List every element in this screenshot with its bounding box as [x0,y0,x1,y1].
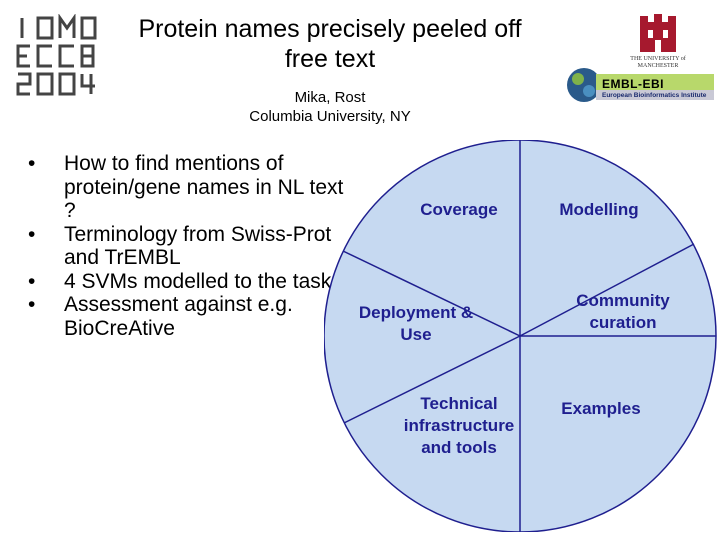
segment-modelling: Modelling [534,199,664,221]
ismb-logo-graphic [16,13,97,96]
segment-community-curation: Community curation [568,290,678,334]
topic-wheel: Coverage Modelling Community curation Exa… [324,140,720,532]
embl-ebi-graphic [567,68,714,102]
segment-technical-infrastructure: Technical infrastructure and tools [394,393,524,459]
bullet-item: • Terminology from Swiss-Prot and TrEMBL [28,223,348,270]
ismb-eccb-2004-logo [14,13,98,100]
bullet-text: How to find mentions of protein/gene nam… [64,152,344,222]
bullet-dot: • [28,269,36,293]
slide-subtitle: Mika, Rost Columbia University, NY [100,88,560,126]
title-block: Protein names precisely peeled off free … [100,14,560,126]
segment-community-line2: curation [589,313,657,332]
segment-technical-line2: infrastructure [403,416,515,435]
manchester-crest-icon [640,14,676,52]
segment-examples: Examples [546,398,656,420]
embl-ebi-logo: EMBL-EBI European Bioinformatics Institu… [566,64,716,106]
slide-title: Protein names precisely peeled off free … [100,14,560,74]
bullet-item: • How to find mentions of protein/gene na… [28,152,348,223]
segment-deployment-line1: Deployment & [358,303,474,322]
segment-technical-line3: and tools [421,438,497,457]
segment-coverage-label: Coverage [420,200,498,219]
bullet-item: • 4 SVMs modelled to the task [28,270,348,294]
bullet-text: Terminology from Swiss-Prot and TrEMBL [64,222,332,270]
affiliation: Columbia University, NY [249,108,411,125]
segment-deployment-line2: Use [400,325,432,344]
segment-community-line1: Community [576,291,670,310]
bullet-item: • Assessment against e.g. BioCreAtive [28,293,348,340]
segment-examples-label: Examples [561,399,641,418]
bullet-text: Assessment against e.g. BioCreAtive [64,293,293,340]
title-line-1: Protein names precisely peeled off [138,15,522,43]
title-line-2: free text [284,45,376,73]
bullet-list: • How to find mentions of protein/gene na… [28,152,348,340]
bullet-dot: • [28,152,36,175]
ebi-name: EMBL-EBI [602,77,664,91]
manchester-name: THE UNIVERSITY of MANCHESTER [630,56,686,69]
segment-deployment-use: Deployment & Use [346,302,486,346]
wheel-spokes [342,140,716,532]
ebi-subtitle: European Bioinformatics Institute [602,92,707,99]
wheel-graphic [324,140,717,532]
bullet-dot: • [28,222,36,246]
segment-modelling-label: Modelling [559,200,639,219]
manchester-logo: THE UNIVERSITY of MANCHESTER [618,12,698,70]
authors: Mika, Rost [294,89,366,106]
bullet-text: 4 SVMs modelled to the task [64,269,332,293]
segment-coverage: Coverage [404,199,514,221]
segment-technical-line1: Technical [420,394,498,413]
bullet-dot: • [28,293,36,316]
